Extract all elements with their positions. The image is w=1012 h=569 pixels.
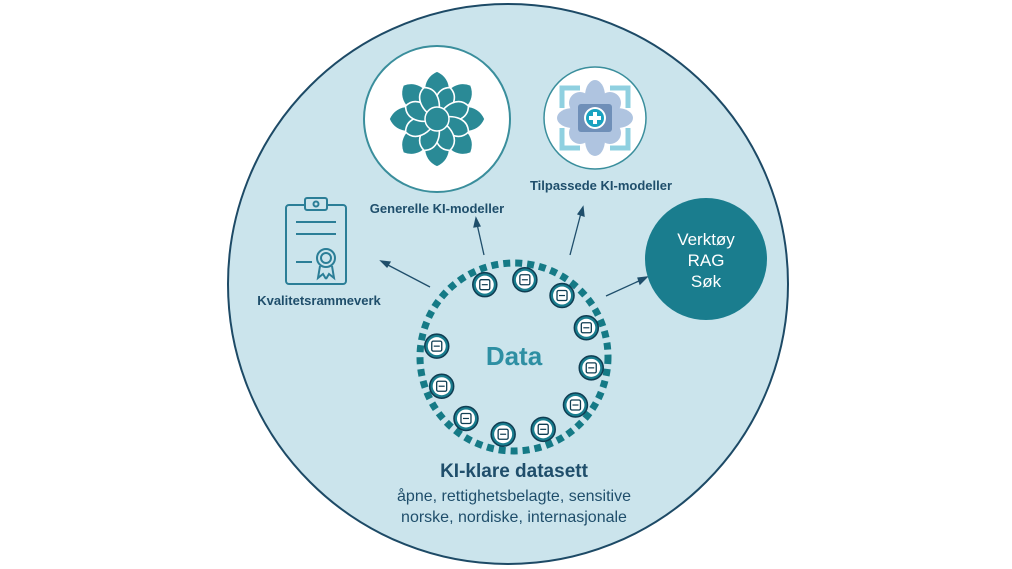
arrow-to-quality [385, 263, 431, 288]
arrowhead-tools [637, 276, 649, 286]
tools-line-2: RAG [688, 251, 725, 270]
monitor-chart-icon [424, 333, 450, 359]
data-icons [424, 267, 604, 447]
monitor-search-icon [512, 267, 538, 293]
datasets-title: KI-klare datasett [440, 461, 589, 482]
datasets-line-2: norske, nordiske, internasjonale [401, 509, 627, 526]
arrows [379, 205, 649, 297]
arrowhead-quality [379, 260, 392, 269]
data-center-label: Data [486, 341, 543, 371]
arrow-to-tools [605, 279, 642, 297]
xray-icon [573, 315, 600, 341]
custom-models-label: Tilpassede KI-modeller [530, 178, 672, 193]
touch-hand-icon [562, 392, 589, 418]
arrow-to-general [476, 223, 485, 256]
hospital-bed-icon [428, 373, 455, 399]
medical-kit-icon [549, 282, 575, 309]
data-ring [416, 259, 612, 455]
arrowhead-custom [576, 205, 585, 217]
general-models-flower-icon [363, 45, 511, 193]
general-models-label: Generelle KI-modeller [370, 201, 504, 216]
pill-bottle-icon [453, 405, 479, 432]
datasets-line-1: åpne, rettighetsbelagte, sensitive [397, 487, 631, 505]
arrow-to-custom [569, 212, 582, 256]
arrowhead-general [473, 216, 481, 228]
tools-circle [645, 198, 767, 320]
certificate-icon [285, 197, 347, 285]
glucose-meter-icon [578, 355, 604, 381]
custom-models-medical-icon [543, 66, 647, 170]
microscope-icon [490, 421, 516, 447]
tools-line-1: Verktøy [677, 230, 735, 249]
clipboard-icon [472, 271, 498, 298]
dna-icon [530, 416, 556, 443]
quality-framework-label: Kvalitetsrammeverk [257, 293, 381, 308]
tools-line-3: Søk [691, 272, 722, 291]
